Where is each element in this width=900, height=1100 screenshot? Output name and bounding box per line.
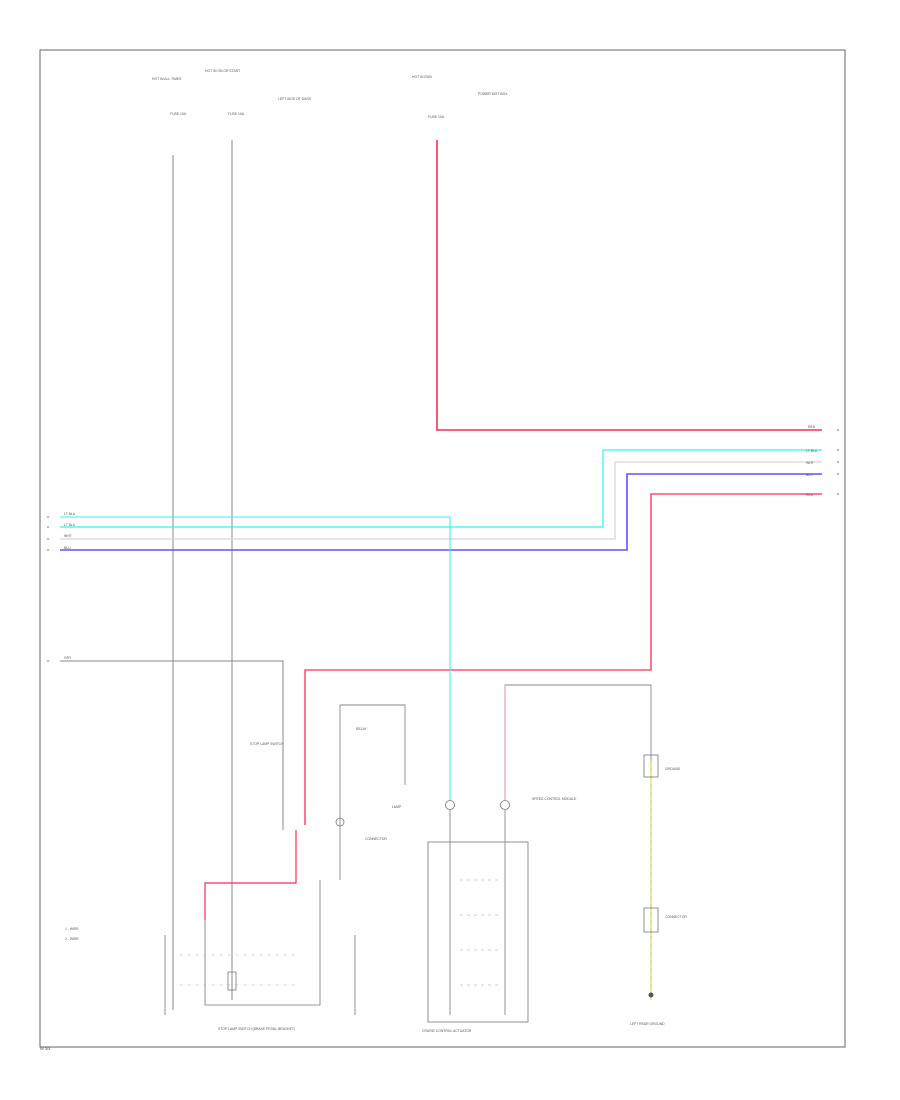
fuse-b: HOT IN ON OR START FUSE 10A: [205, 69, 245, 1000]
wire-relay-loop: [340, 704, 406, 785]
note-top-mid: LEFT SIDE OF DASH: [278, 97, 312, 101]
ground-connector-2: [643, 907, 659, 933]
lamp-label: LAMP: [392, 805, 402, 809]
wire-red-top-label: RED: [808, 425, 816, 429]
wire-blue-l-label: BLU: [64, 546, 71, 550]
wire-cyan-main: [60, 449, 822, 528]
fuse-a: HOT IN ALL TIMES FUSE 10A: [152, 77, 187, 1010]
wire-module-feed: [504, 684, 652, 800]
bottom-mid-label: CRUISE CONTROL ACTUATOR: [422, 1029, 472, 1033]
ground-label: GROUND: [665, 767, 681, 771]
wire-red-lower: [204, 830, 297, 920]
wire-cyan-r1-label: LT BLU: [806, 449, 818, 453]
connector-label: CONNECTOR: [665, 915, 687, 919]
cruise-module: [427, 800, 529, 1023]
relay-label: RELAY: [356, 727, 368, 731]
note-top-right: POWER DIST BOX: [478, 92, 508, 96]
fuse-c-label: FUSE 10A: [428, 115, 445, 119]
wire-red-main: [304, 493, 822, 825]
module-label: SPEED CONTROL MODULE: [532, 797, 577, 801]
legend-2: 2 - WIRE: [65, 937, 79, 941]
stop-relay-note: CONNECTOR: [365, 837, 387, 841]
wire-red-top: [436, 140, 822, 431]
wire-cyan-l1-label: LT BLU: [64, 512, 76, 516]
ground-point-icon: [648, 992, 654, 998]
fuse-b-label: FUSE 10A: [228, 112, 245, 116]
wire-white-main: [60, 461, 822, 540]
connector-left: [47, 516, 49, 662]
fuse-a-top-label: HOT IN ALL TIMES: [152, 77, 182, 81]
diagram-frame: [39, 49, 846, 1048]
page-id: W 3/4: [40, 1046, 51, 1051]
wire-white-l-label: WHT: [64, 534, 72, 538]
wire-blue-main: [60, 473, 822, 551]
ground-connector-1: [643, 754, 659, 778]
wire-cyan-module: [60, 516, 451, 800]
fuse-c-top-label: HOT IN RUN: [412, 75, 432, 79]
fuse-c: HOT IN RUN FUSE 10A POWER DIST BOX: [412, 75, 508, 119]
stop-lamp-switch-block: [164, 880, 356, 1015]
wire-red-r-label: RED: [806, 493, 814, 497]
bottom-right-label: LEFT REAR GROUND: [630, 1022, 665, 1026]
wire-cyan-l2-label: LT BLU: [64, 523, 76, 527]
connector-right: [837, 429, 839, 495]
legend-1: 1 - WIRE: [65, 927, 79, 931]
bottom-left-label: STOP LAMP SWITCH (BRAKE PEDAL BRACKET): [218, 1027, 295, 1031]
sw-left-label: STOP LAMP SWITCH: [250, 742, 284, 746]
fuse-b-top-label: HOT IN ON OR START: [205, 69, 240, 73]
wire-white-r-label: WHT: [806, 461, 814, 465]
wire-gray-left: [60, 660, 284, 830]
relay-coil-icon: [335, 817, 345, 827]
wire-blue-r-label: BLU: [806, 473, 813, 477]
fuse-a-label: FUSE 10A: [170, 112, 187, 116]
wire-gray-l-label: GRY: [64, 656, 72, 660]
